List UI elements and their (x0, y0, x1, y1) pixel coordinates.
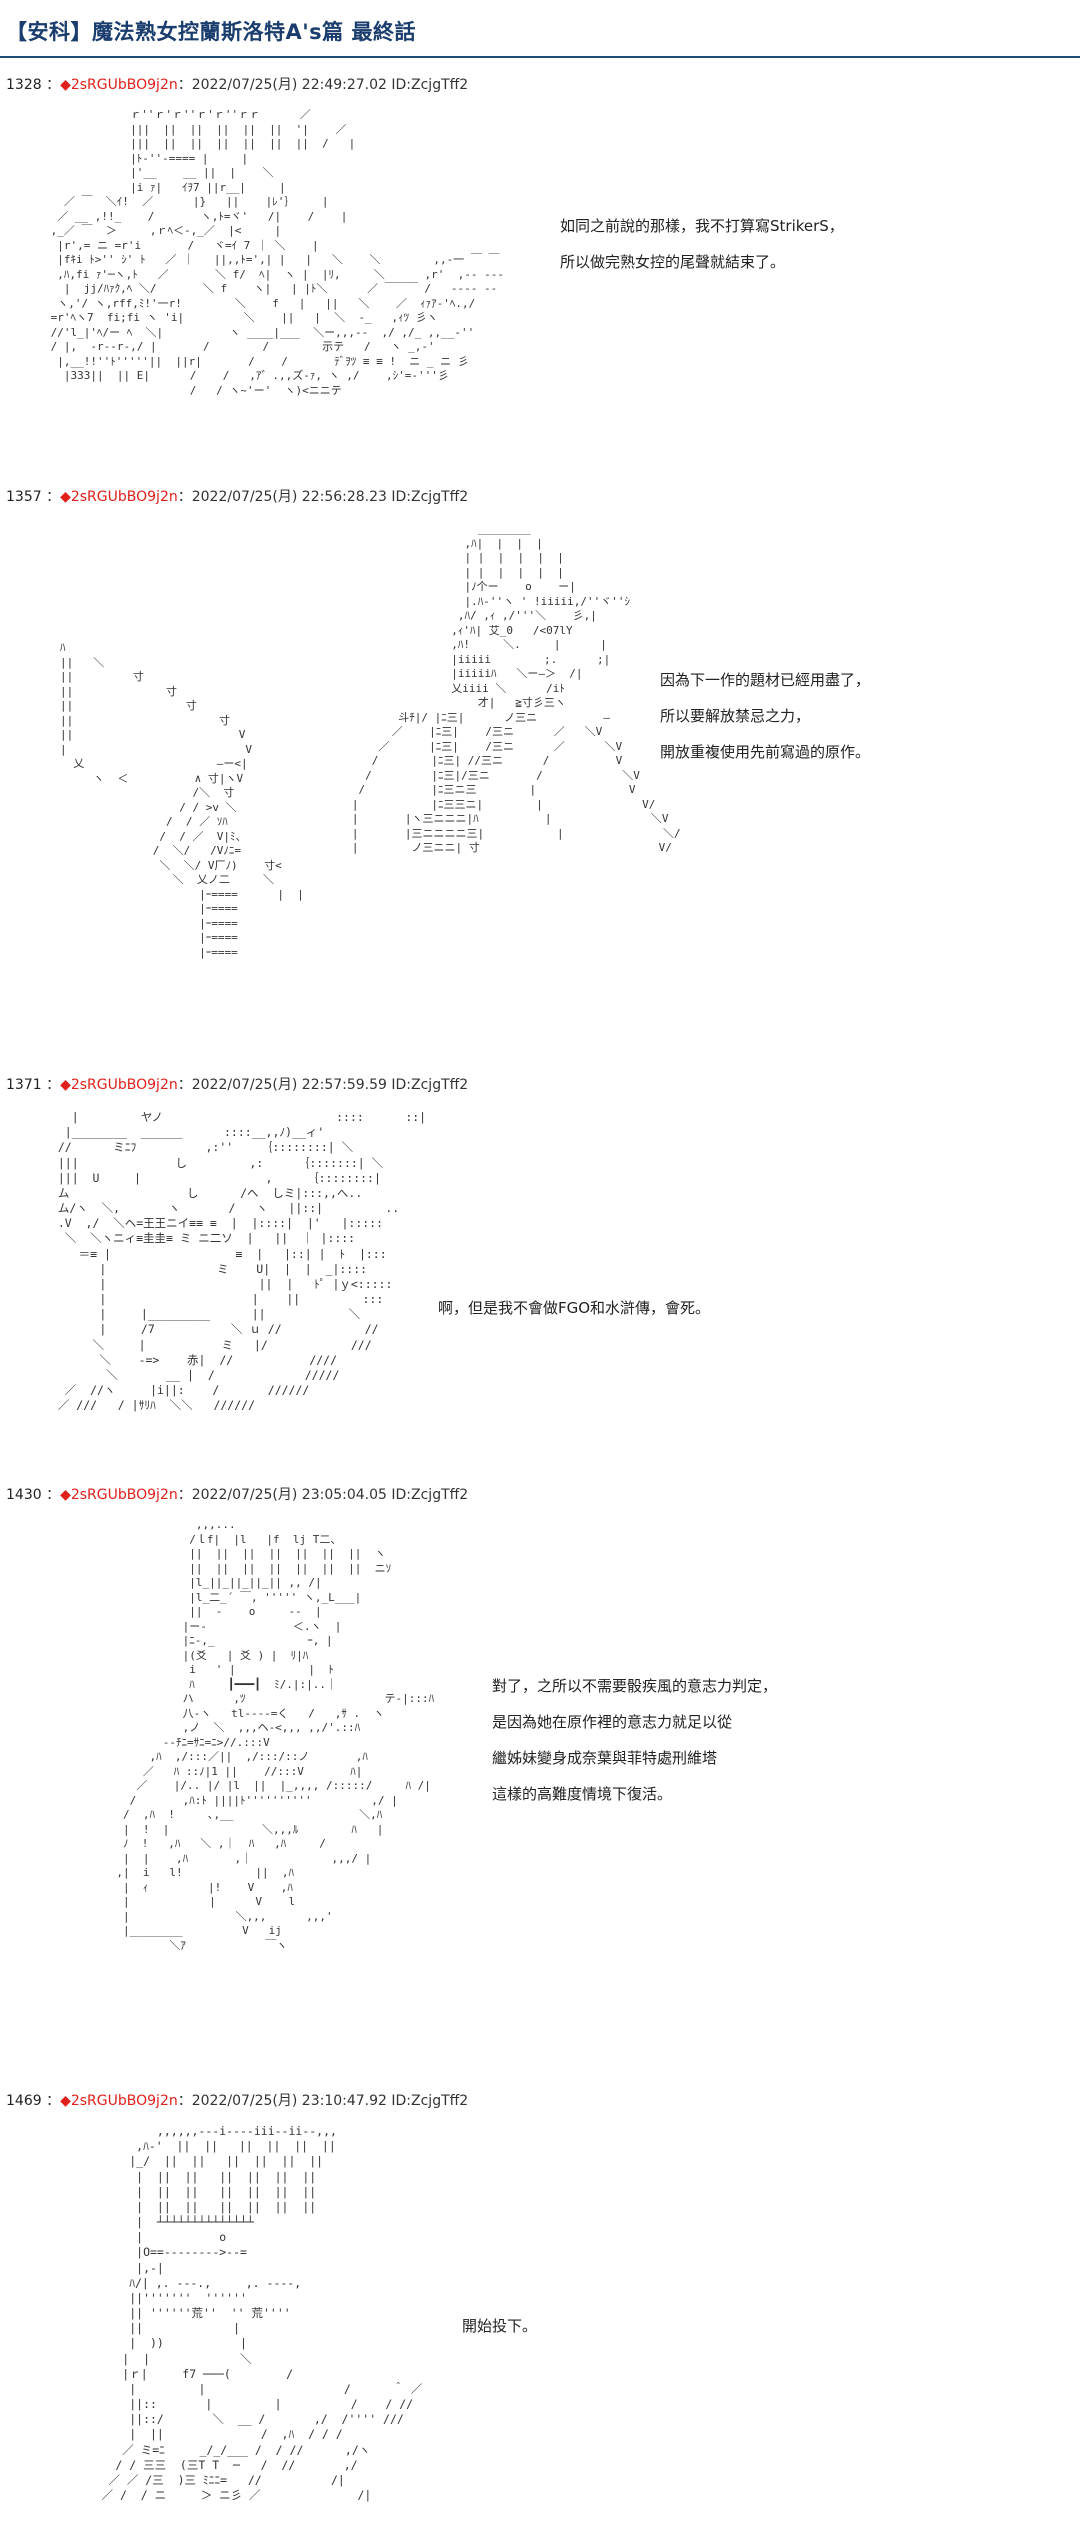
post-1430: 1430 ：◆2sRGUbBO9j2n：2022/07/25(月) 23:05:… (0, 1484, 1080, 2074)
dialogue-line: 是因為她在原作裡的意志力就足以從 (492, 1713, 733, 1731)
post-header: 1328 ：◆2sRGUbBO9j2n：2022/07/25(月) 22:49:… (6, 77, 469, 93)
dialogue-line: 對了，之所以不需要骰疾風的意志力判定， (492, 1677, 778, 1695)
dialogue-line: 所以做完熟女控的尾聲就結束了。 (560, 253, 786, 271)
post-1469: 1469 ：◆2sRGUbBO9j2n：2022/07/25(月) 23:10:… (0, 2090, 1080, 2520)
ascii-art: ｒ''ｒ'ｒ''ｒ'ｒ''ｒｒ ／ ||| || || || || || '| … (50, 108, 504, 397)
post-tripcode[interactable]: ◆2sRGUbBO9j2n (60, 1077, 178, 1093)
dialogue-line: 繼姊妹變身成奈葉與菲特處刑維塔 (492, 1749, 718, 1767)
post-meta: ：2022/07/25(月) 22:57:59.59 ID:ZcjgTff2 (177, 1077, 469, 1093)
thread-title: 【安科】魔法熟女控蘭斯洛特A's篇 最終話 (6, 20, 416, 44)
post-header: 1469 ：◆2sRGUbBO9j2n：2022/07/25(月) 23:10:… (6, 2093, 469, 2109)
post-meta: ：2022/07/25(月) 23:10:47.92 ID:ZcjgTff2 (177, 2093, 469, 2109)
post-dialogue: 如同之前說的那樣，我不打算寫StrikerS， 所以做完熟女控的尾聲就結束了。 (560, 208, 844, 280)
post-meta: ：2022/07/25(月) 22:56:28.23 ID:ZcjgTff2 (177, 489, 469, 505)
post-tripcode[interactable]: ◆2sRGUbBO9j2n (60, 77, 178, 93)
dialogue-line: 開始投下。 (462, 2317, 538, 2335)
post-header: 1357 ：◆2sRGUbBO9j2n：2022/07/25(月) 22:56:… (6, 489, 469, 505)
post-meta: ：2022/07/25(月) 23:05:04.05 ID:ZcjgTff2 (177, 1487, 469, 1503)
post-1328: 1328 ：◆2sRGUbBO9j2n：2022/07/25(月) 22:49:… (0, 74, 1080, 484)
post-1357: 1357 ：◆2sRGUbBO9j2n：2022/07/25(月) 22:56:… (0, 486, 1080, 1046)
post-tripcode[interactable]: ◆2sRGUbBO9j2n (60, 489, 178, 505)
post-header: 1430 ：◆2sRGUbBO9j2n：2022/07/25(月) 23:05:… (6, 1487, 469, 1503)
ascii-art-sword: ﾊ || ＼ || 寸 || 寸 || 寸 || 寸 || V | V 乂 ―ー… (60, 641, 304, 959)
ascii-art: ,,,,,,---i----iii--ii--,,, ,ﾊ-' || || ||… (101, 2124, 423, 2503)
post-dialogue: 開始投下。 (462, 2308, 537, 2344)
ascii-art: | ヤノ :::: ::| |________ ______ ::::__,,ﾉ… (57, 1110, 427, 1413)
post-number: 1357 (6, 489, 42, 505)
post-meta: ：2022/07/25(月) 22:49:27.02 ID:ZcjgTff2 (177, 77, 469, 93)
thread-title-bar: 【安科】魔法熟女控蘭斯洛特A's篇 最終話 (0, 0, 1080, 58)
dialogue-line: 開放重複使用先前寫過的原作。 (660, 743, 871, 761)
post-number: 1469 (6, 2093, 42, 2109)
dialogue-line: 所以要解放禁忌之力， (660, 707, 811, 725)
post-dialogue: 啊，但是我不會做FGO和水滸傳，會死。 (438, 1290, 710, 1326)
post-1371: 1371 ：◆2sRGUbBO9j2n：2022/07/25(月) 22:57:… (0, 1074, 1080, 1464)
post-tripcode[interactable]: ◆2sRGUbBO9j2n (60, 2093, 178, 2109)
post-header: 1371 ：◆2sRGUbBO9j2n：2022/07/25(月) 22:57:… (6, 1077, 469, 1093)
dialogue-line: 因為下一作的題材已經用盡了， (660, 671, 871, 689)
post-tripcode[interactable]: ◆2sRGUbBO9j2n (60, 1487, 178, 1503)
post-number: 1430 (6, 1487, 42, 1503)
ascii-art: ________ ,ﾊ| | | | | | | | | | | | | | |… (351, 522, 681, 855)
dialogue-line: 這樣的高難度情境下復活。 (492, 1785, 673, 1803)
post-number: 1328 (6, 77, 42, 93)
post-dialogue: 因為下一作的題材已經用盡了， 所以要解放禁忌之力， 開放重複使用先前寫過的原作。 (660, 662, 870, 770)
dialogue-line: 如同之前說的那樣，我不打算寫StrikerS， (560, 217, 844, 235)
ascii-art: ,,,... /ｌf| |l |f lj T二、 || || || || || … (116, 1518, 435, 1952)
dialogue-line: 啊，但是我不會做FGO和水滸傳，會死。 (438, 1299, 711, 1317)
post-number: 1371 (6, 1077, 42, 1093)
post-dialogue: 對了，之所以不需要骰疾風的意志力判定， 是因為她在原作裡的意志力就足以從 繼姊妹… (492, 1668, 777, 1812)
